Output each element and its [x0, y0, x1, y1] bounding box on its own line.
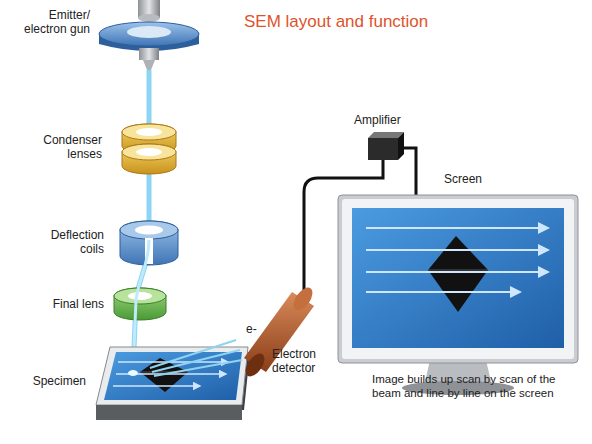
- part-label: Emitter/ electron gun: [6, 8, 90, 36]
- amplifier-box: [368, 132, 404, 160]
- condenser-lens: [122, 124, 176, 174]
- part-label: Specimen: [6, 374, 86, 388]
- part-label: Screen: [444, 172, 482, 186]
- final-lens: [114, 288, 166, 320]
- specimen: [96, 347, 250, 420]
- part-label: Condenser lenses: [18, 133, 102, 161]
- part-label: Electron detector: [272, 347, 344, 375]
- caption-note: Image builds up scan by scan of the beam…: [372, 372, 586, 400]
- part-label: Deflection coils: [24, 228, 104, 256]
- monitor: [338, 195, 578, 395]
- part-label: Final lens: [20, 297, 104, 311]
- part-label: Amplifier: [354, 113, 401, 127]
- electron-symbol: e-: [246, 322, 257, 336]
- diagram-title: SEM layout and function: [244, 12, 428, 32]
